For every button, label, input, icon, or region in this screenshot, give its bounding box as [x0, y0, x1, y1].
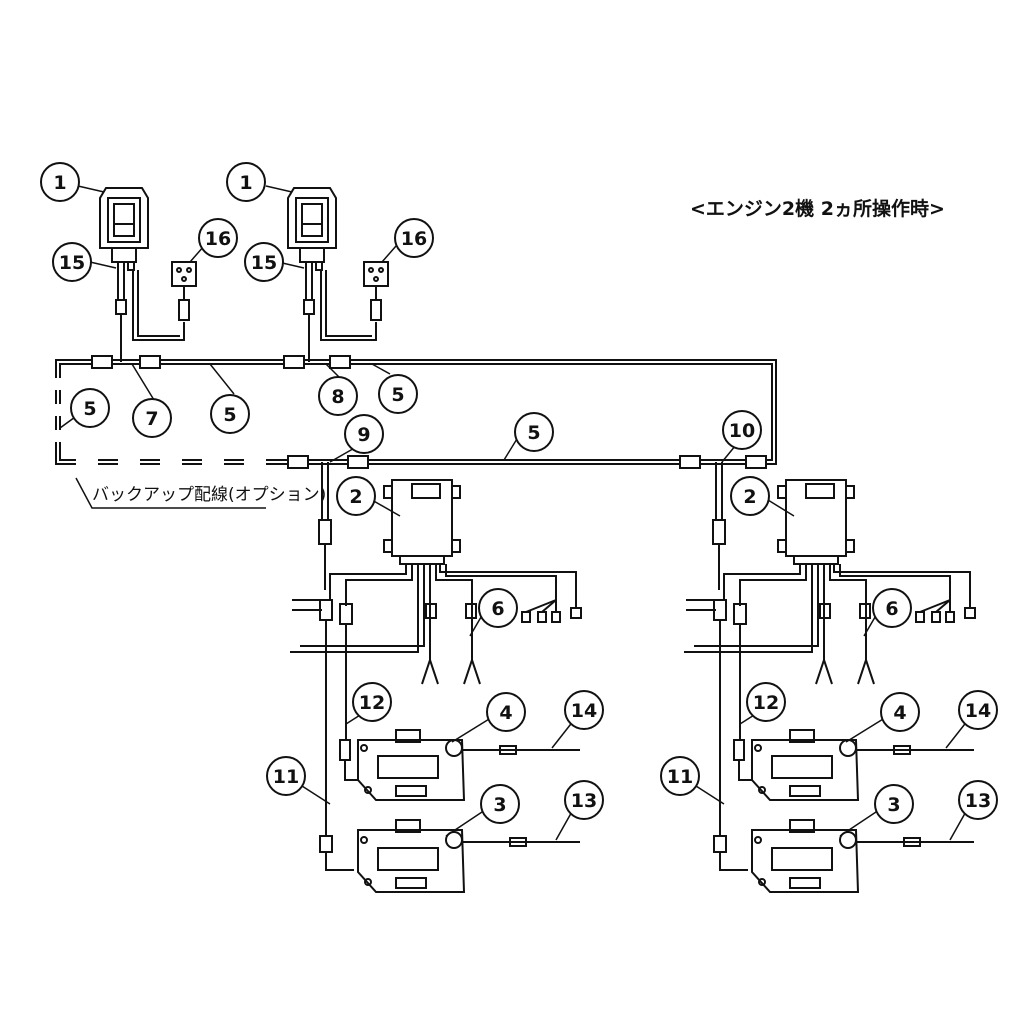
control-unit-left — [383, 479, 461, 565]
callout-1-left-label: 1 — [53, 172, 66, 194]
callout-5-left-circle — [70, 388, 110, 428]
callout-4-left-circle — [486, 692, 526, 732]
actuator-lower-right — [751, 819, 860, 893]
callout-1-left-circle — [40, 162, 80, 202]
callout-3-right-label: 3 — [887, 794, 900, 816]
callout-11-left-circle — [266, 756, 306, 796]
callout-16-left-label: 16 — [205, 228, 231, 250]
callout-12-right-circle — [746, 682, 786, 722]
callout-15-left-label: 15 — [59, 252, 85, 274]
callout-15-left-circle — [52, 242, 92, 282]
callout-14-right-circle — [958, 690, 998, 730]
callout-16-right-circle — [394, 218, 434, 258]
remote-control-left — [99, 187, 149, 271]
callout-15-right-circle — [244, 242, 284, 282]
callout-13-right-label: 13 — [965, 790, 991, 812]
callout-11-left-label: 11 — [273, 766, 299, 788]
callout-15-right-label: 15 — [251, 252, 277, 274]
control-unit-right — [777, 479, 855, 565]
backup-wiring-label: バックアップ配線(オプション) — [92, 485, 327, 505]
callout-13-left-circle — [564, 780, 604, 820]
callout-8-circle — [318, 376, 358, 416]
switch-panel-left — [171, 261, 197, 287]
callout-5-bottom-label: 5 — [527, 422, 540, 444]
callout-3-left-label: 3 — [493, 794, 506, 816]
callout-5-bottom-circle — [514, 412, 554, 452]
callout-5-top-label: 5 — [223, 404, 236, 426]
callout-9-label: 9 — [357, 424, 370, 446]
callout-2-right-label: 2 — [743, 486, 756, 508]
callout-6-right-label: 6 — [885, 598, 898, 620]
callout-4-right-label: 4 — [893, 702, 906, 724]
actuator-upper-left — [357, 729, 466, 801]
callout-1-right-circle — [226, 162, 266, 202]
callout-11-right-label: 11 — [667, 766, 693, 788]
callout-16-right-label: 16 — [401, 228, 427, 250]
callout-7-circle — [132, 398, 172, 438]
callout-2-right-circle — [730, 476, 770, 516]
actuator-lower-left — [357, 819, 466, 893]
callout-5-top-circle — [210, 394, 250, 434]
callout-4-right-circle — [880, 692, 920, 732]
callout-6-left-label: 6 — [491, 598, 504, 620]
callout-4-left-label: 4 — [499, 702, 512, 724]
callout-5-right-label: 5 — [391, 384, 404, 406]
callout-14-right-label: 14 — [965, 700, 991, 722]
callout-12-right-label: 12 — [753, 692, 779, 714]
callout-8-label: 8 — [331, 386, 344, 408]
callout-14-left-circle — [564, 690, 604, 730]
remote-control-right — [287, 187, 337, 271]
callout-12-left-label: 12 — [359, 692, 385, 714]
callout-13-left-label: 13 — [571, 790, 597, 812]
callout-7-label: 7 — [145, 408, 158, 430]
callout-3-right-circle — [874, 784, 914, 824]
actuator-upper-right — [751, 729, 860, 801]
callout-16-left-circle — [198, 218, 238, 258]
switch-panel-right — [363, 261, 389, 287]
callout-10-circle — [722, 410, 762, 450]
diagram-title: <エンジン2機 2ヵ所操作時> — [690, 198, 945, 220]
callout-13-right-circle — [958, 780, 998, 820]
callout-6-left-circle — [478, 588, 518, 628]
callout-5-right-circle — [378, 374, 418, 414]
callout-6-right-circle — [872, 588, 912, 628]
callout-10-label: 10 — [729, 420, 755, 442]
callout-2-left-circle — [336, 476, 376, 516]
callout-9-circle — [344, 414, 384, 454]
callout-2-left-label: 2 — [349, 486, 362, 508]
callout-5-left-label: 5 — [83, 398, 96, 420]
callout-1-right-label: 1 — [239, 172, 252, 194]
callout-14-left-label: 14 — [571, 700, 597, 722]
callout-3-left-circle — [480, 784, 520, 824]
callout-12-left-circle — [352, 682, 392, 722]
callout-11-right-circle — [660, 756, 700, 796]
